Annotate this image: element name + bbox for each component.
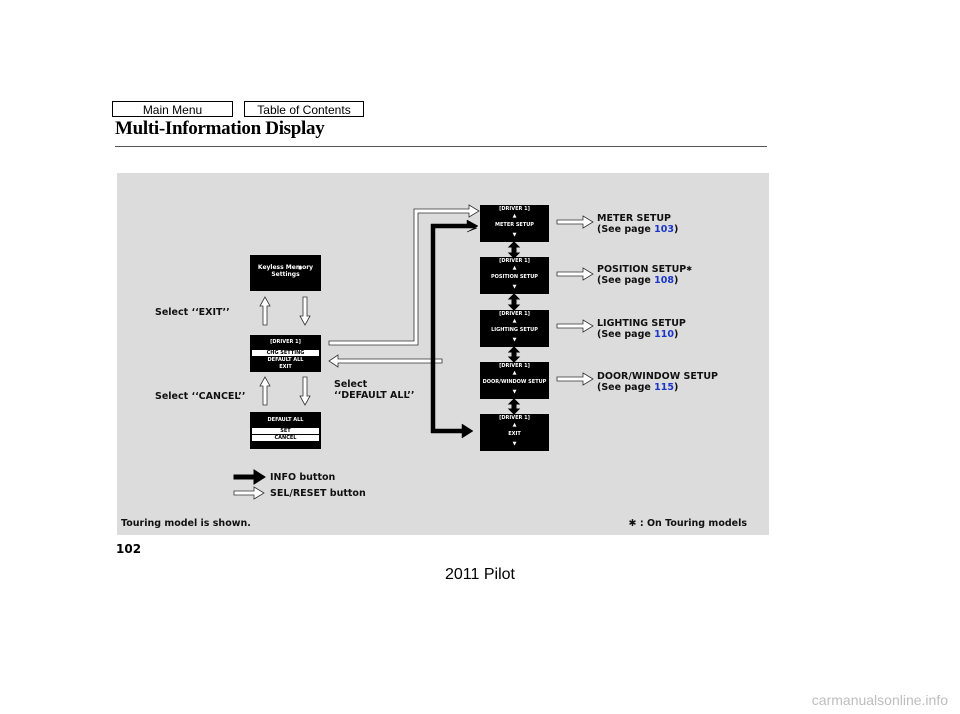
flow-arrows — [233, 204, 594, 500]
see-page-close: ) — [673, 275, 679, 286]
lcd-item-default-all: DEFAULT ALL — [267, 357, 304, 363]
see-page-close: ) — [673, 329, 679, 340]
page-link-108[interactable]: 108 — [654, 275, 674, 286]
hollow-down-arrow — [299, 296, 311, 326]
hollow-up-arrow — [259, 376, 271, 406]
hollow-right-arrow — [556, 267, 594, 281]
hollow-right-arrow — [556, 319, 594, 333]
setup-item-meter: METER SETUP (See page 103) — [597, 213, 678, 235]
lcd-item-chg-setting: CHG SETTING — [252, 350, 319, 356]
watermark: carmanualsonline.info — [811, 692, 948, 708]
setup-item-name: DOOR/WINDOW SETUP — [597, 371, 719, 382]
label-select-exit: Select ‘‘EXIT’’ — [155, 307, 230, 318]
lcd-down-arrow: ▼ — [512, 337, 517, 343]
lcd-keyless-line1: Keyless Memory — [257, 264, 314, 271]
lcd-position-setup: [DRIVER 1] ▲ POSITION SETUP ▼ — [480, 257, 549, 294]
footer-model: 2011 Pilot — [445, 566, 515, 583]
page-link-103[interactable]: 103 — [654, 224, 674, 235]
label-select-cancel: Select ‘‘CANCEL’’ — [155, 391, 246, 402]
lcd-screen-header: [DRIVER 1] — [499, 206, 530, 212]
lcd-item-exit: EXIT — [279, 364, 292, 370]
page-title: Multi-Information Display — [115, 118, 325, 139]
lcd-screen-header: [DRIVER 1] — [499, 258, 530, 264]
lcd-keyless-memory: Keyless Memory Settings ✱ — [250, 255, 321, 291]
title-divider — [115, 146, 767, 147]
hollow-right-arrow — [328, 204, 480, 346]
touring-mark: ✱ — [686, 265, 693, 273]
diagram-panel: Keyless Memory Settings ✱ [DRIVER 1] CHG… — [117, 173, 769, 535]
see-page-close: ) — [673, 224, 679, 235]
lcd-up-arrow: ▲ — [512, 318, 517, 324]
see-page-text: (See page — [597, 382, 655, 393]
setup-item-name: METER SETUP — [597, 213, 672, 224]
lcd-screen-label: LIGHTING SETUP — [491, 327, 538, 333]
lcd-exit: [DRIVER 1] ▲ EXIT ▼ — [480, 414, 549, 451]
touring-mark: ✱ — [298, 266, 303, 272]
lcd-down-arrow: ▼ — [512, 284, 517, 290]
lcd-item-set: SET — [252, 428, 319, 434]
setup-item-name: LIGHTING SETUP — [597, 318, 686, 329]
setup-item-door-window: DOOR/WINDOW SETUP (See page 115) — [597, 371, 718, 393]
lcd-screen-label: POSITION SETUP — [491, 274, 538, 280]
legend-info-button: INFO button — [270, 472, 336, 483]
lcd-down-arrow: ▼ — [512, 389, 517, 395]
page-link-110[interactable]: 110 — [654, 329, 674, 340]
info-loop-arrow — [430, 219, 479, 439]
lcd-up-arrow: ▲ — [512, 370, 517, 376]
info-double-arrow — [507, 293, 521, 311]
lcd-up-arrow: ▲ — [512, 213, 517, 219]
lcd-screen-label: DOOR/WINDOW SETUP — [482, 379, 547, 385]
lcd-down-arrow: ▼ — [512, 232, 517, 238]
lcd-down-arrow: ▼ — [512, 441, 517, 447]
page-link-115[interactable]: 115 — [654, 382, 674, 393]
info-double-arrow — [507, 346, 521, 363]
lcd-default-all: DEFAULT ALL SET CANCEL — [250, 412, 321, 449]
hollow-right-arrow — [556, 215, 594, 229]
lcd-driver-header: [DRIVER 1] — [270, 339, 301, 345]
info-legend-arrow — [233, 469, 266, 485]
legend-sel-reset-button: SEL/RESET button — [270, 488, 366, 499]
lcd-screen-header: [DRIVER 1] — [499, 311, 530, 317]
setup-item-name: POSITION SETUP — [597, 264, 687, 275]
see-page-close: ) — [673, 382, 679, 393]
page-number: 102 — [116, 542, 142, 556]
lcd-up-arrow: ▲ — [512, 265, 517, 271]
hollow-up-arrow — [259, 296, 271, 326]
lcd-screen-label: METER SETUP — [495, 222, 534, 228]
table-of-contents-button[interactable]: Table of Contents — [244, 101, 364, 117]
setup-item-position: POSITION SETUP✱ (See page 108) — [597, 264, 692, 286]
lcd-screen-label: EXIT — [508, 431, 521, 437]
lcd-driver-menu: [DRIVER 1] CHG SETTING DEFAULT ALL EXIT — [250, 335, 321, 372]
note-touring-shown: Touring model is shown. — [121, 518, 251, 529]
lcd-screen-header: [DRIVER 1] — [499, 415, 530, 421]
hollow-down-arrow — [299, 376, 311, 406]
info-double-arrow — [507, 241, 521, 259]
see-page-text: (See page — [597, 329, 655, 340]
see-page-text: (See page — [597, 224, 655, 235]
label-select: Select — [334, 379, 368, 390]
lcd-item-cancel: CANCEL — [252, 435, 319, 441]
lcd-default-header: DEFAULT ALL — [267, 417, 304, 423]
lcd-screen-header: [DRIVER 1] — [499, 363, 530, 369]
lcd-up-arrow: ▲ — [512, 422, 517, 428]
hollow-right-arrow — [556, 372, 594, 386]
lcd-meter-setup: [DRIVER 1] ▲ METER SETUP ▼ — [480, 205, 549, 242]
lcd-keyless-line2: Settings — [271, 271, 300, 278]
main-menu-button[interactable]: Main Menu — [112, 101, 233, 117]
label-default-all: ‘‘DEFAULT ALL’’ — [334, 390, 415, 401]
lcd-lighting-setup: [DRIVER 1] ▲ LIGHTING SETUP ▼ — [480, 310, 549, 347]
setup-item-lighting: LIGHTING SETUP (See page 110) — [597, 318, 686, 340]
lcd-door-window-setup: [DRIVER 1] ▲ DOOR/WINDOW SETUP ▼ — [480, 362, 549, 399]
sel-reset-legend-arrow — [233, 486, 265, 500]
info-double-arrow — [507, 398, 521, 415]
see-page-text: (See page — [597, 275, 655, 286]
hollow-left-arrow — [328, 354, 443, 368]
note-touring-only: ✱ : On Touring models — [628, 518, 747, 529]
